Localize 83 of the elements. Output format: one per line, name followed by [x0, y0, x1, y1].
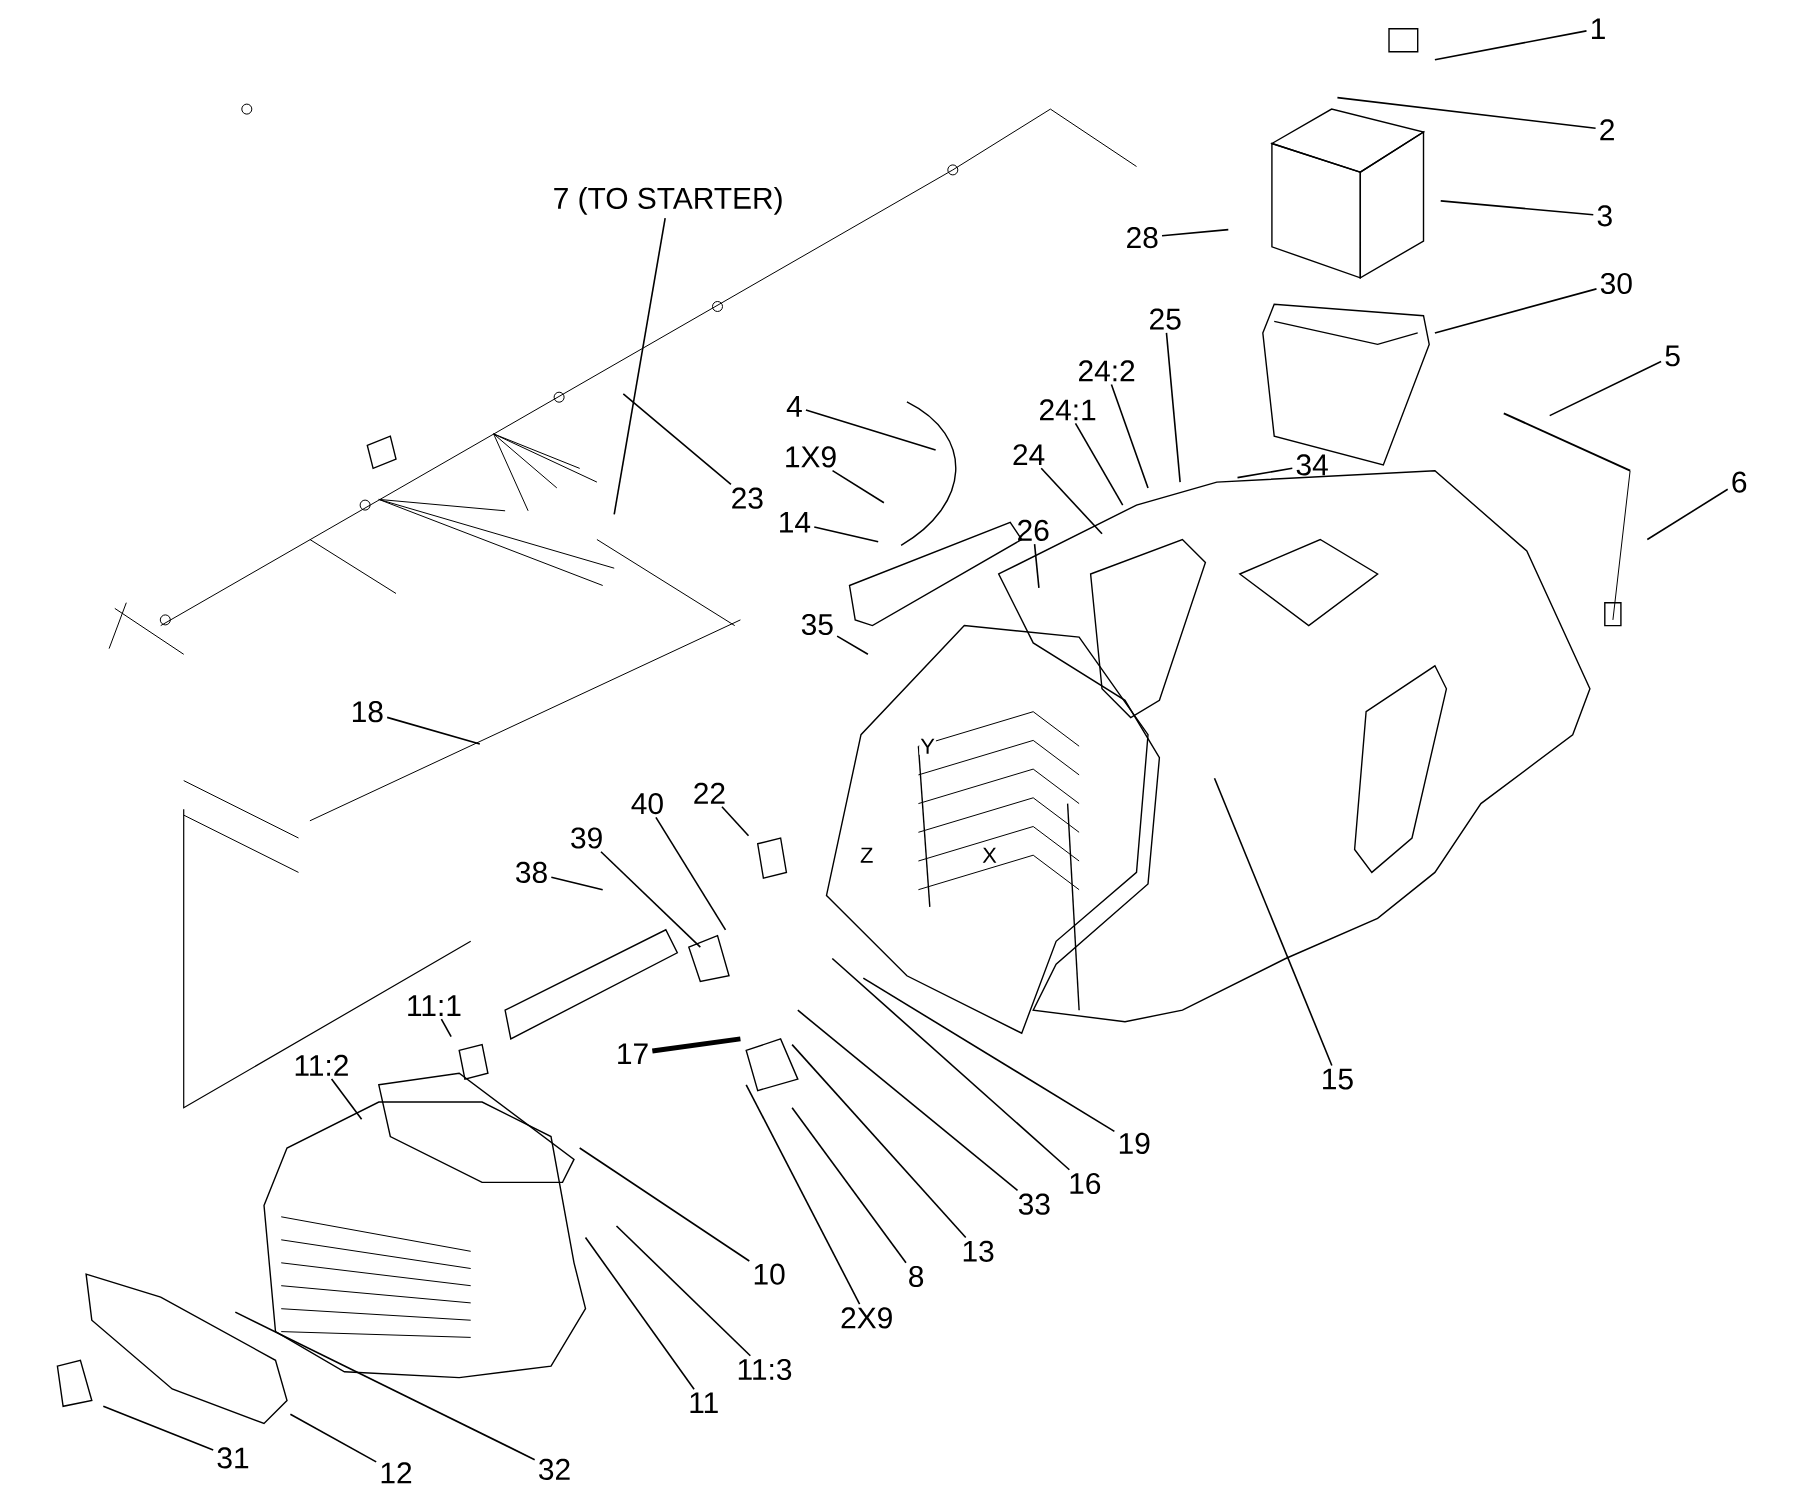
- callout-number: 30: [1600, 272, 1632, 295]
- leader-line: [797, 1009, 1019, 1192]
- callout-number: 3: [1597, 205, 1612, 227]
- reference-letter: Y: [919, 737, 936, 755]
- leader-line: [1434, 30, 1588, 61]
- callout-number: 39: [571, 827, 602, 849]
- leader-line: [1434, 288, 1598, 334]
- callout-number: 14: [780, 512, 811, 533]
- leader-line: [1040, 467, 1103, 535]
- callout-number: 24:2: [1079, 360, 1135, 382]
- callout-number: 16: [1070, 1172, 1101, 1195]
- callout-number: 11: [690, 1392, 718, 1414]
- callout-number: 22: [694, 782, 725, 804]
- leader-line: [805, 409, 937, 451]
- leader-line: [721, 806, 750, 837]
- leader-line: [1236, 467, 1294, 479]
- callout-number: 15: [1323, 1068, 1353, 1090]
- callout-number: 40: [631, 793, 663, 815]
- leader-line: [1165, 332, 1181, 483]
- callout-number: 6: [1732, 471, 1747, 493]
- callout-number: 12: [381, 1462, 412, 1484]
- leader-line: [836, 635, 869, 656]
- leader-line: [831, 957, 1071, 1171]
- callout-number: 35: [801, 613, 833, 636]
- leader-line: [330, 1078, 363, 1121]
- leader-line: [289, 1413, 377, 1463]
- callout-number: 25: [1150, 308, 1181, 330]
- callout-number: 4: [786, 396, 802, 417]
- callout-number: 13: [963, 1240, 994, 1262]
- leader-line: [1213, 777, 1333, 1067]
- reference-letter: Z: [859, 846, 875, 864]
- leader-line: [440, 1018, 452, 1038]
- leader-line: [1161, 228, 1230, 237]
- callout-number: 17: [618, 1043, 648, 1065]
- leader-line: [615, 1225, 752, 1357]
- leader-line: [1646, 488, 1729, 541]
- leader-line: [622, 393, 732, 486]
- callout-number: 38: [516, 861, 547, 883]
- callout-number: 23: [732, 487, 763, 509]
- leader-line: [102, 1405, 214, 1451]
- callout-number: 2X9: [841, 1307, 892, 1329]
- callout-number: 24: [1013, 444, 1045, 466]
- leader-line: [862, 977, 1116, 1133]
- leader-line: [813, 526, 879, 543]
- callout-number: 34: [1296, 454, 1328, 476]
- callout-number: 33: [1018, 1193, 1050, 1215]
- leader-line: [550, 876, 604, 891]
- callout-number: 19: [1119, 1132, 1150, 1154]
- callout-number: 32: [539, 1458, 570, 1480]
- callout-number: 8: [909, 1265, 924, 1288]
- callout-number: 11:1: [408, 995, 461, 1016]
- callout-number: 1: [1592, 18, 1605, 39]
- leader-line: [1033, 543, 1040, 589]
- leader-line: [600, 851, 702, 948]
- callout-number: 26: [1018, 519, 1049, 541]
- leader-line: [584, 1236, 695, 1391]
- leader-line: [791, 1043, 967, 1239]
- leader-line: [745, 1084, 861, 1305]
- callout-number: 5: [1665, 345, 1680, 367]
- leader-line: [1110, 383, 1149, 489]
- callout-number: 31: [217, 1447, 249, 1469]
- callout-number: 10: [754, 1263, 785, 1285]
- callout-number: 7 (TO STARTER): [554, 187, 782, 215]
- leader-line: [655, 816, 727, 931]
- reference-letter: X: [981, 846, 998, 864]
- leader-line: [1336, 96, 1597, 130]
- leader-line: [578, 1147, 751, 1262]
- callout-number: 11:3: [738, 1358, 792, 1381]
- callout-number: 11:2: [295, 1054, 348, 1076]
- callout-number: 2: [1600, 119, 1614, 141]
- leader-line: [613, 217, 666, 516]
- callout-number: 28: [1127, 227, 1158, 249]
- leader-line: [1074, 422, 1124, 506]
- callout-number: 18: [352, 701, 383, 723]
- callout-number: 1X9: [786, 446, 836, 468]
- leader-line: [831, 469, 885, 504]
- callout-number: 24:1: [1040, 399, 1096, 421]
- leader-line: [652, 1036, 741, 1054]
- leader-line: [234, 1311, 536, 1461]
- leader-line: [791, 1107, 907, 1264]
- leader-line: [1548, 360, 1662, 417]
- leader-line: [1439, 200, 1595, 216]
- leader-line: [386, 716, 481, 745]
